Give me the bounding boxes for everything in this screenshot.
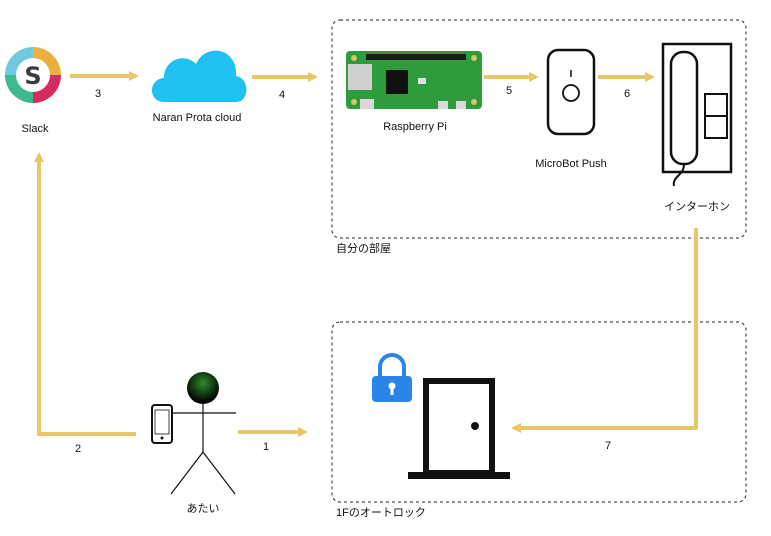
- smartphone-icon: [151, 404, 173, 444]
- intercom-label: インターホン: [664, 200, 730, 213]
- group-autolock-label: 1Fのオートロック: [336, 506, 426, 519]
- door-icon: [408, 378, 510, 479]
- slack-label: Slack: [22, 123, 49, 135]
- cloud-icon: [152, 50, 247, 102]
- cloud-label: Naran Prota cloud: [153, 112, 242, 124]
- group-my-room-label: 自分の部屋: [336, 241, 391, 255]
- slack-icon: S: [5, 47, 61, 103]
- group-autolock: [331, 321, 747, 503]
- microbot-push-icon: [546, 48, 596, 136]
- intercom-icon: [661, 42, 733, 187]
- step-label-3: 3: [95, 88, 101, 100]
- raspberry-pi-label: Raspberry Pi: [383, 121, 447, 133]
- step-label-1: 1: [263, 441, 269, 453]
- step-label-7: 7: [605, 440, 611, 452]
- svg-text:S: S: [24, 62, 41, 90]
- step-label-4: 4: [279, 89, 285, 101]
- person-icon: [170, 372, 236, 495]
- step-label-6: 6: [624, 88, 630, 100]
- group-my-room: [331, 19, 747, 239]
- raspberry-pi-icon: [346, 51, 482, 109]
- microbot-push-label: MicroBot Push: [535, 158, 607, 170]
- arrow-step-7: [511, 228, 698, 433]
- lock-icon: [372, 353, 412, 402]
- arrow-step-2: [34, 152, 136, 436]
- step-label-2: 2: [75, 443, 81, 455]
- person-label: あたい: [187, 502, 220, 515]
- step-label-5: 5: [506, 85, 512, 97]
